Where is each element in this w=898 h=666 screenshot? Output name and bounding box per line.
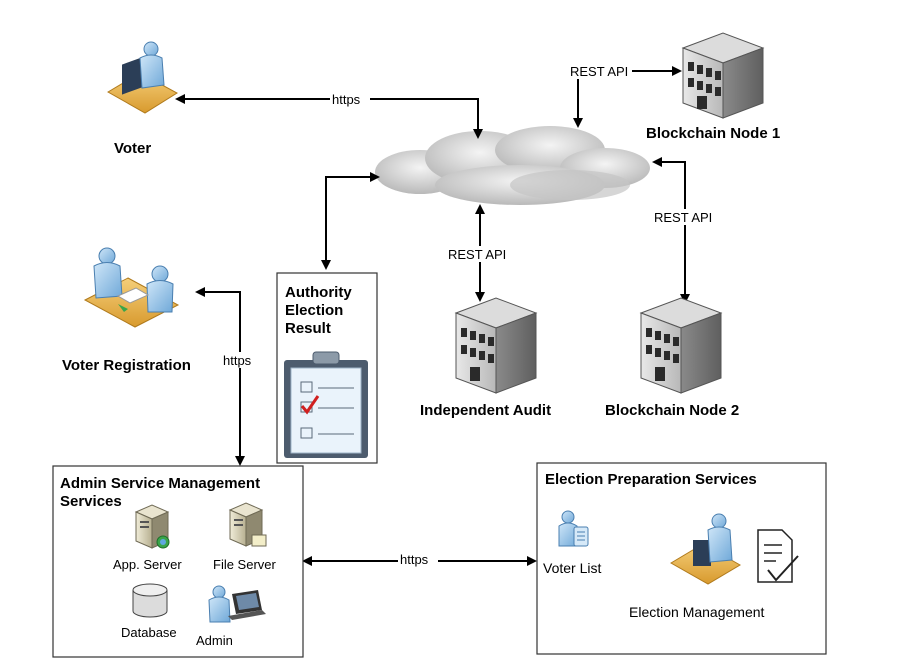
admin-label-line1: Admin Service Management: [60, 475, 260, 492]
blockchain-node-1-label: Blockchain Node 1: [646, 125, 780, 142]
election-management-label: Election Management: [629, 604, 765, 620]
cloud-audit-label: REST API: [448, 247, 506, 262]
database-icon: [132, 583, 168, 618]
authority-label-line1: Authority: [285, 284, 352, 301]
blockchain-node-2-building-icon: [639, 297, 723, 394]
voter-cloud-connector: [175, 94, 483, 139]
registration-admin-connector: [195, 287, 245, 466]
voter-registration-icon: [83, 247, 180, 328]
cloud-node2-label: REST API: [654, 210, 712, 225]
authority-cloud-connector: [321, 172, 380, 270]
independent-audit-building-icon: [454, 297, 538, 394]
admin-user-laptop-icon: [208, 585, 266, 623]
election-management-workstation-icon: [670, 513, 741, 585]
file-server-label: File Server: [213, 557, 277, 572]
app-server-icon: [134, 504, 170, 549]
database-label: Database: [121, 625, 177, 640]
voter-label: Voter: [114, 140, 151, 157]
cloud-node1-connector: [573, 66, 682, 128]
voter-list-label: Voter List: [543, 560, 601, 576]
cloud-node2-connector: [652, 157, 690, 304]
admin-election-prep-label: https: [400, 552, 429, 567]
checked-document-icon: [757, 529, 799, 583]
voter-cloud-label: https: [332, 92, 361, 107]
voter-list-icon: [558, 510, 589, 547]
independent-audit-label: Independent Audit: [420, 402, 551, 419]
blockchain-node-1-building-icon: [681, 32, 765, 119]
internet-cloud-icon: [375, 126, 650, 205]
voter-workstation-icon: [107, 41, 178, 114]
election-prep-title: Election Preparation Services: [545, 471, 757, 488]
admin-label-line2: Services: [60, 493, 122, 510]
file-server-icon: [228, 502, 267, 547]
cloud-node1-label: REST API: [570, 64, 628, 79]
app-server-label: App. Server: [113, 557, 182, 572]
registration-admin-label: https: [223, 353, 252, 368]
authority-label-line2: Election: [285, 302, 343, 319]
voter-registration-label: Voter Registration: [62, 357, 191, 374]
admin-service-management-box: [52, 465, 304, 658]
authority-label-line3: Result: [285, 320, 331, 337]
admin-label: Admin: [196, 633, 233, 648]
clipboard-checklist-icon: [284, 351, 368, 458]
blockchain-node-2-label: Blockchain Node 2: [605, 402, 739, 419]
